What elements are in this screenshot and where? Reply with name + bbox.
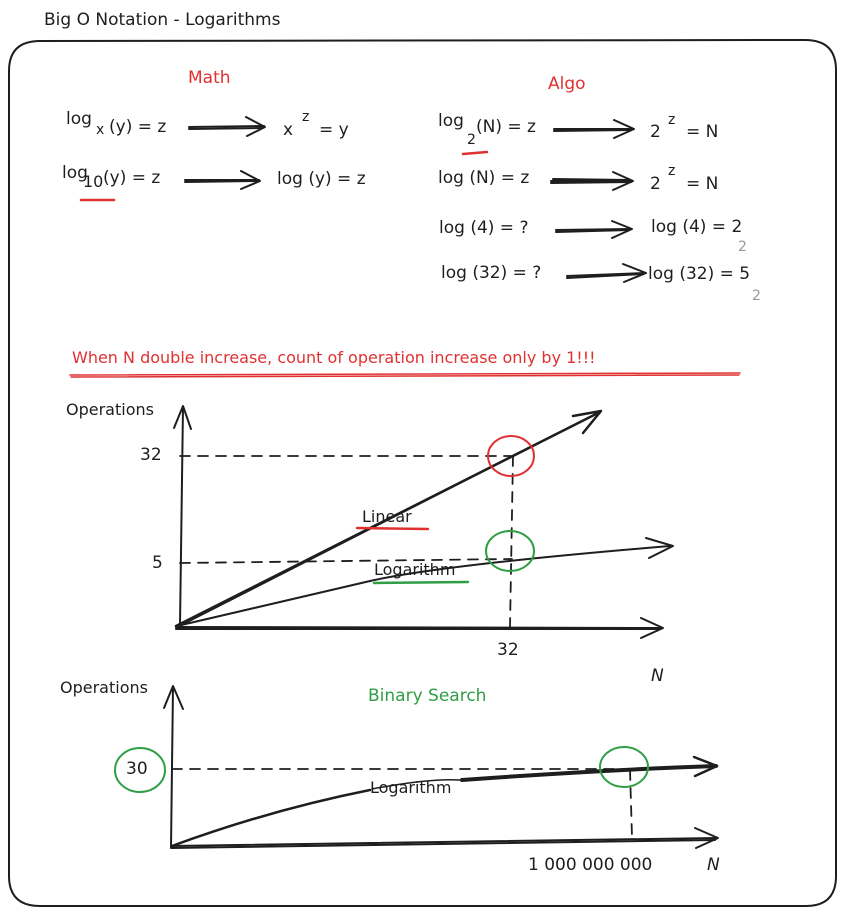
math-row1-right-base: x bbox=[283, 120, 294, 140]
algo-row2-right-exp: z bbox=[668, 163, 676, 179]
chart2-y-marker bbox=[114, 747, 166, 793]
chart1-linear-line bbox=[174, 409, 603, 629]
chart2-log-label: Logarithm bbox=[370, 778, 452, 797]
chart2-point-marker bbox=[599, 746, 649, 788]
math-row2-right: log (y) = z bbox=[277, 169, 366, 189]
chart1-guides bbox=[179, 455, 514, 628]
algo-row2-right-base: 2 bbox=[650, 174, 661, 194]
chart2-x-axis-label: N bbox=[707, 855, 720, 875]
math-row2-log: log bbox=[62, 163, 88, 183]
note-text: When N double increase, count of operati… bbox=[72, 348, 596, 367]
math-row1-base: x bbox=[96, 122, 105, 138]
chart2-x-axis bbox=[170, 827, 719, 849]
algo-row2-right-rest: = N bbox=[686, 174, 719, 194]
linear-label-underline bbox=[355, 526, 430, 531]
chart1-log-marker bbox=[485, 530, 535, 572]
algo-row1-right-rest: = N bbox=[686, 122, 719, 142]
chart1-x-axis-label: N bbox=[651, 666, 664, 686]
math-row1-rest: (y) = z bbox=[109, 117, 167, 137]
algo-row1-right-base: 2 bbox=[650, 122, 661, 142]
math-arrow-2 bbox=[184, 170, 261, 190]
frame-border bbox=[8, 39, 837, 907]
chart1-x-tick-32: 32 bbox=[497, 640, 519, 660]
chart2-y-axis-label: Operations bbox=[60, 678, 148, 697]
chart2-x-tick: 1 000 000 000 bbox=[528, 855, 653, 875]
algo-row3-right-sub: 2 bbox=[738, 239, 747, 255]
algo-arrow-4 bbox=[566, 263, 647, 283]
chart2-title: Binary Search bbox=[368, 686, 487, 706]
math-heading: Math bbox=[188, 68, 231, 88]
algo-arrow-3 bbox=[555, 220, 633, 239]
math-row1-right-exp: z bbox=[302, 109, 310, 125]
chart1-linear-marker bbox=[487, 435, 535, 477]
chart1-log-label: Logarithm bbox=[374, 560, 456, 579]
algo-arrow-1 bbox=[553, 119, 635, 139]
chart1-y-axis bbox=[173, 405, 192, 626]
chart1-y-tick-32: 32 bbox=[140, 445, 162, 465]
algo-row4-right: log (32) = 5 bbox=[648, 264, 751, 284]
math-arrow-1 bbox=[188, 116, 266, 137]
math-row2-rest: (y) = z bbox=[103, 168, 161, 188]
algo-row1-rest: (N) = z bbox=[476, 117, 536, 137]
algo-arrow-2 bbox=[550, 171, 634, 191]
algo-row3-left: log (4) = ? bbox=[439, 218, 529, 238]
chart1-linear-label: Linear bbox=[362, 507, 412, 526]
math-row1-right-rest: = y bbox=[319, 120, 349, 140]
note-underline bbox=[69, 372, 741, 378]
algo-row1-log: log bbox=[438, 111, 464, 131]
chart2-guides bbox=[171, 768, 633, 838]
chart1-y-tick-5: 5 bbox=[152, 553, 163, 573]
algo-row4-right-sub: 2 bbox=[752, 288, 761, 304]
algo-row2-left: log (N) = z bbox=[438, 168, 530, 188]
chart2-logarithm-line bbox=[170, 755, 719, 848]
algo-row1-right-exp: z bbox=[668, 112, 676, 128]
algo-row4-left: log (32) = ? bbox=[441, 263, 542, 283]
chart1-logarithm-line bbox=[176, 537, 674, 627]
algo-underline-2 bbox=[461, 150, 489, 156]
chart2-y-axis bbox=[163, 685, 184, 848]
page-title: Big O Notation - Logarithms bbox=[44, 10, 281, 30]
chart1-y-axis-label: Operations bbox=[66, 400, 154, 419]
math-row2-base: 10 bbox=[83, 172, 104, 191]
algo-row1-base: 2 bbox=[467, 132, 476, 148]
algo-heading: Algo bbox=[548, 74, 586, 94]
math-row1-log: log bbox=[66, 109, 92, 129]
algo-row3-right: log (4) = 2 bbox=[651, 217, 743, 237]
log-label-underline bbox=[372, 580, 470, 585]
chart2-y-tick: 30 bbox=[126, 759, 148, 779]
chart1-x-axis bbox=[175, 617, 664, 639]
